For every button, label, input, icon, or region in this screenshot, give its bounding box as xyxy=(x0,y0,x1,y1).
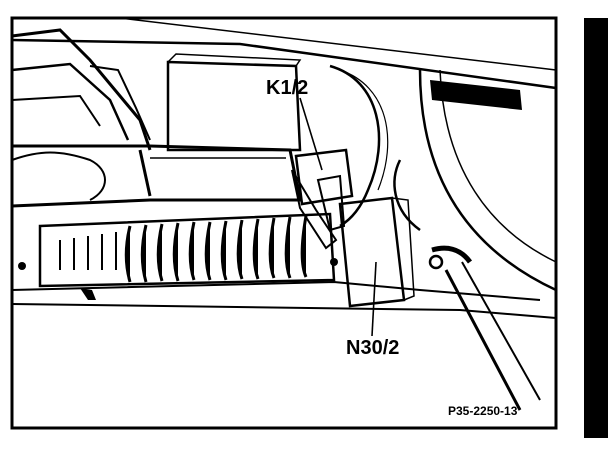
figure-code: P35-2250-13 xyxy=(448,404,518,418)
bolt-left xyxy=(18,262,26,270)
left-bracket-lower xyxy=(11,94,101,127)
hose-line-b xyxy=(461,261,541,401)
strut-tower-curve-inner xyxy=(439,69,557,263)
duct-end-curve xyxy=(11,151,106,201)
black-side-bar xyxy=(584,18,608,438)
housing-box xyxy=(166,60,302,152)
hose-line-a xyxy=(444,269,522,411)
relay-plug xyxy=(316,174,346,232)
bolt-middle xyxy=(330,258,338,266)
upper-panel-line xyxy=(119,17,557,71)
module-side xyxy=(391,197,415,301)
leader-relay xyxy=(299,97,323,171)
module-body xyxy=(338,196,406,308)
fender-line-lower xyxy=(11,303,557,319)
hose-clamp xyxy=(428,254,444,270)
relay-body xyxy=(294,148,354,206)
left-bracket xyxy=(11,28,152,151)
frame-border xyxy=(10,16,558,430)
small-curve xyxy=(393,159,421,232)
air-duct xyxy=(11,144,302,208)
duct-clamp xyxy=(138,149,152,197)
left-bracket-inner xyxy=(11,62,130,141)
ribbed-component xyxy=(38,212,336,288)
strut-tower-curve xyxy=(418,69,557,292)
strut-tower-top xyxy=(430,80,522,110)
cable-loop-inner xyxy=(339,69,389,191)
module-label: N30/2 xyxy=(346,337,400,359)
relay-connector xyxy=(291,169,338,250)
hose-end xyxy=(431,245,473,264)
left-teeth xyxy=(59,232,117,270)
cable-loop xyxy=(329,64,381,228)
housing-box-top xyxy=(167,53,302,67)
hood-edge xyxy=(11,38,557,90)
relay-label: K1/2 xyxy=(266,77,309,99)
leader-module xyxy=(371,261,377,337)
left-bracket-edge xyxy=(89,65,151,141)
ribs xyxy=(124,215,308,283)
fender-clip xyxy=(80,288,96,300)
